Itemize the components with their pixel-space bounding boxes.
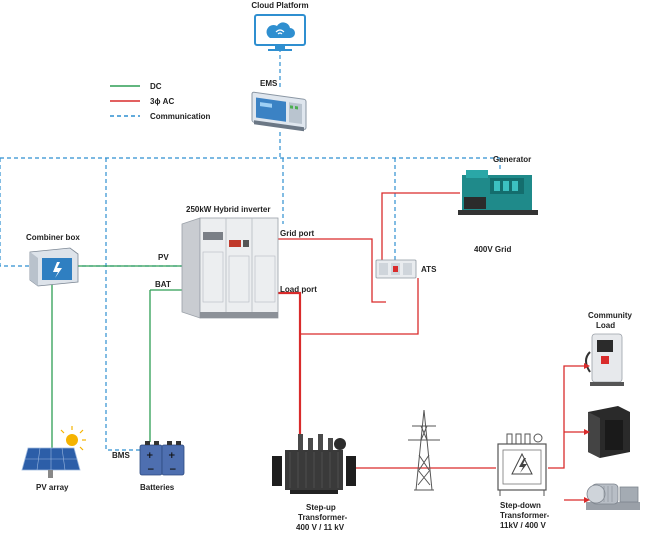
community-label-2: Load [596, 321, 615, 330]
combiner-box-label: Combiner box [26, 233, 80, 242]
svg-text:+: + [146, 451, 154, 461]
step-down-label-1: Step-down [500, 501, 541, 510]
cabinet-load-icon [588, 406, 630, 458]
inverter-cabinet-icon [181, 217, 279, 319]
step-up-label-3: 400 V / 11 kV [296, 523, 345, 532]
community-load: Community Load [585, 311, 640, 510]
ats: ATS [375, 259, 437, 279]
solar-panel-icon [21, 447, 81, 478]
motor-load-icon [586, 483, 640, 510]
legend: DC 3ϕ AC Communication [110, 82, 211, 121]
grid-400v-label: 400V Grid [474, 245, 511, 254]
step-down-label-2: Transformer- [500, 511, 550, 520]
svg-text:−: − [147, 465, 155, 475]
load-feed-arrows [584, 363, 590, 503]
ems: EMS [251, 79, 307, 132]
combiner-box: Combiner box PV BAT [26, 233, 171, 289]
pv-port-label: PV [158, 253, 169, 262]
ems-label: EMS [260, 79, 278, 88]
step-up-label-2: Transformer- [298, 513, 348, 522]
step-up-transformer-icon [272, 434, 356, 494]
bms-label: BMS [112, 451, 130, 460]
load-port-label: Load port [280, 285, 317, 294]
ev-charger-icon [585, 333, 624, 386]
step-down-transformer-icon [497, 433, 547, 496]
combiner-box-icon [29, 247, 79, 287]
step-down-label-3: 11kV / 400 V [500, 521, 546, 530]
svg-text:−: − [169, 465, 177, 475]
cloud-platform-label: Cloud Platform [251, 1, 308, 10]
dc-lines [51, 265, 182, 448]
svg-text:+: + [168, 451, 176, 461]
hybrid-inverter: 250kW Hybrid inverter Grid port Load por… [181, 205, 317, 319]
ac-lines [278, 192, 584, 501]
generator-icon [458, 170, 538, 215]
legend-ac-label: 3ϕ AC [150, 97, 174, 106]
generator: Generator 400V Grid [458, 155, 538, 254]
bat-port-label: BAT [155, 280, 171, 289]
grid-port-label: Grid port [280, 229, 315, 238]
ats-switch-icon [375, 259, 417, 279]
generator-label: Generator [493, 155, 531, 164]
step-up-label-1: Step-up [306, 503, 336, 512]
battery-icon: + + − − [139, 441, 185, 476]
community-label-1: Community [588, 311, 633, 320]
step-up-transformer: Step-up Transformer- 400 V / 11 kV [272, 434, 356, 532]
ats-label: ATS [421, 265, 437, 274]
batteries: + + − − BMS Batteries [112, 441, 185, 492]
pv-array: PV array [21, 426, 86, 492]
batteries-label: Batteries [140, 483, 175, 492]
legend-comm-label: Communication [150, 112, 211, 121]
sun-icon [60, 426, 86, 451]
legend-dc-label: DC [150, 82, 162, 91]
inverter-label: 250kW Hybrid inverter [186, 205, 270, 214]
pv-array-label: PV array [36, 483, 69, 492]
step-down-transformer: Step-down Transformer- 11kV / 400 V [497, 433, 550, 530]
cloud-monitor-icon [254, 14, 306, 51]
transmission-tower-icon [408, 409, 440, 491]
ems-device-icon [251, 91, 307, 132]
cloud-platform: Cloud Platform [251, 1, 309, 51]
